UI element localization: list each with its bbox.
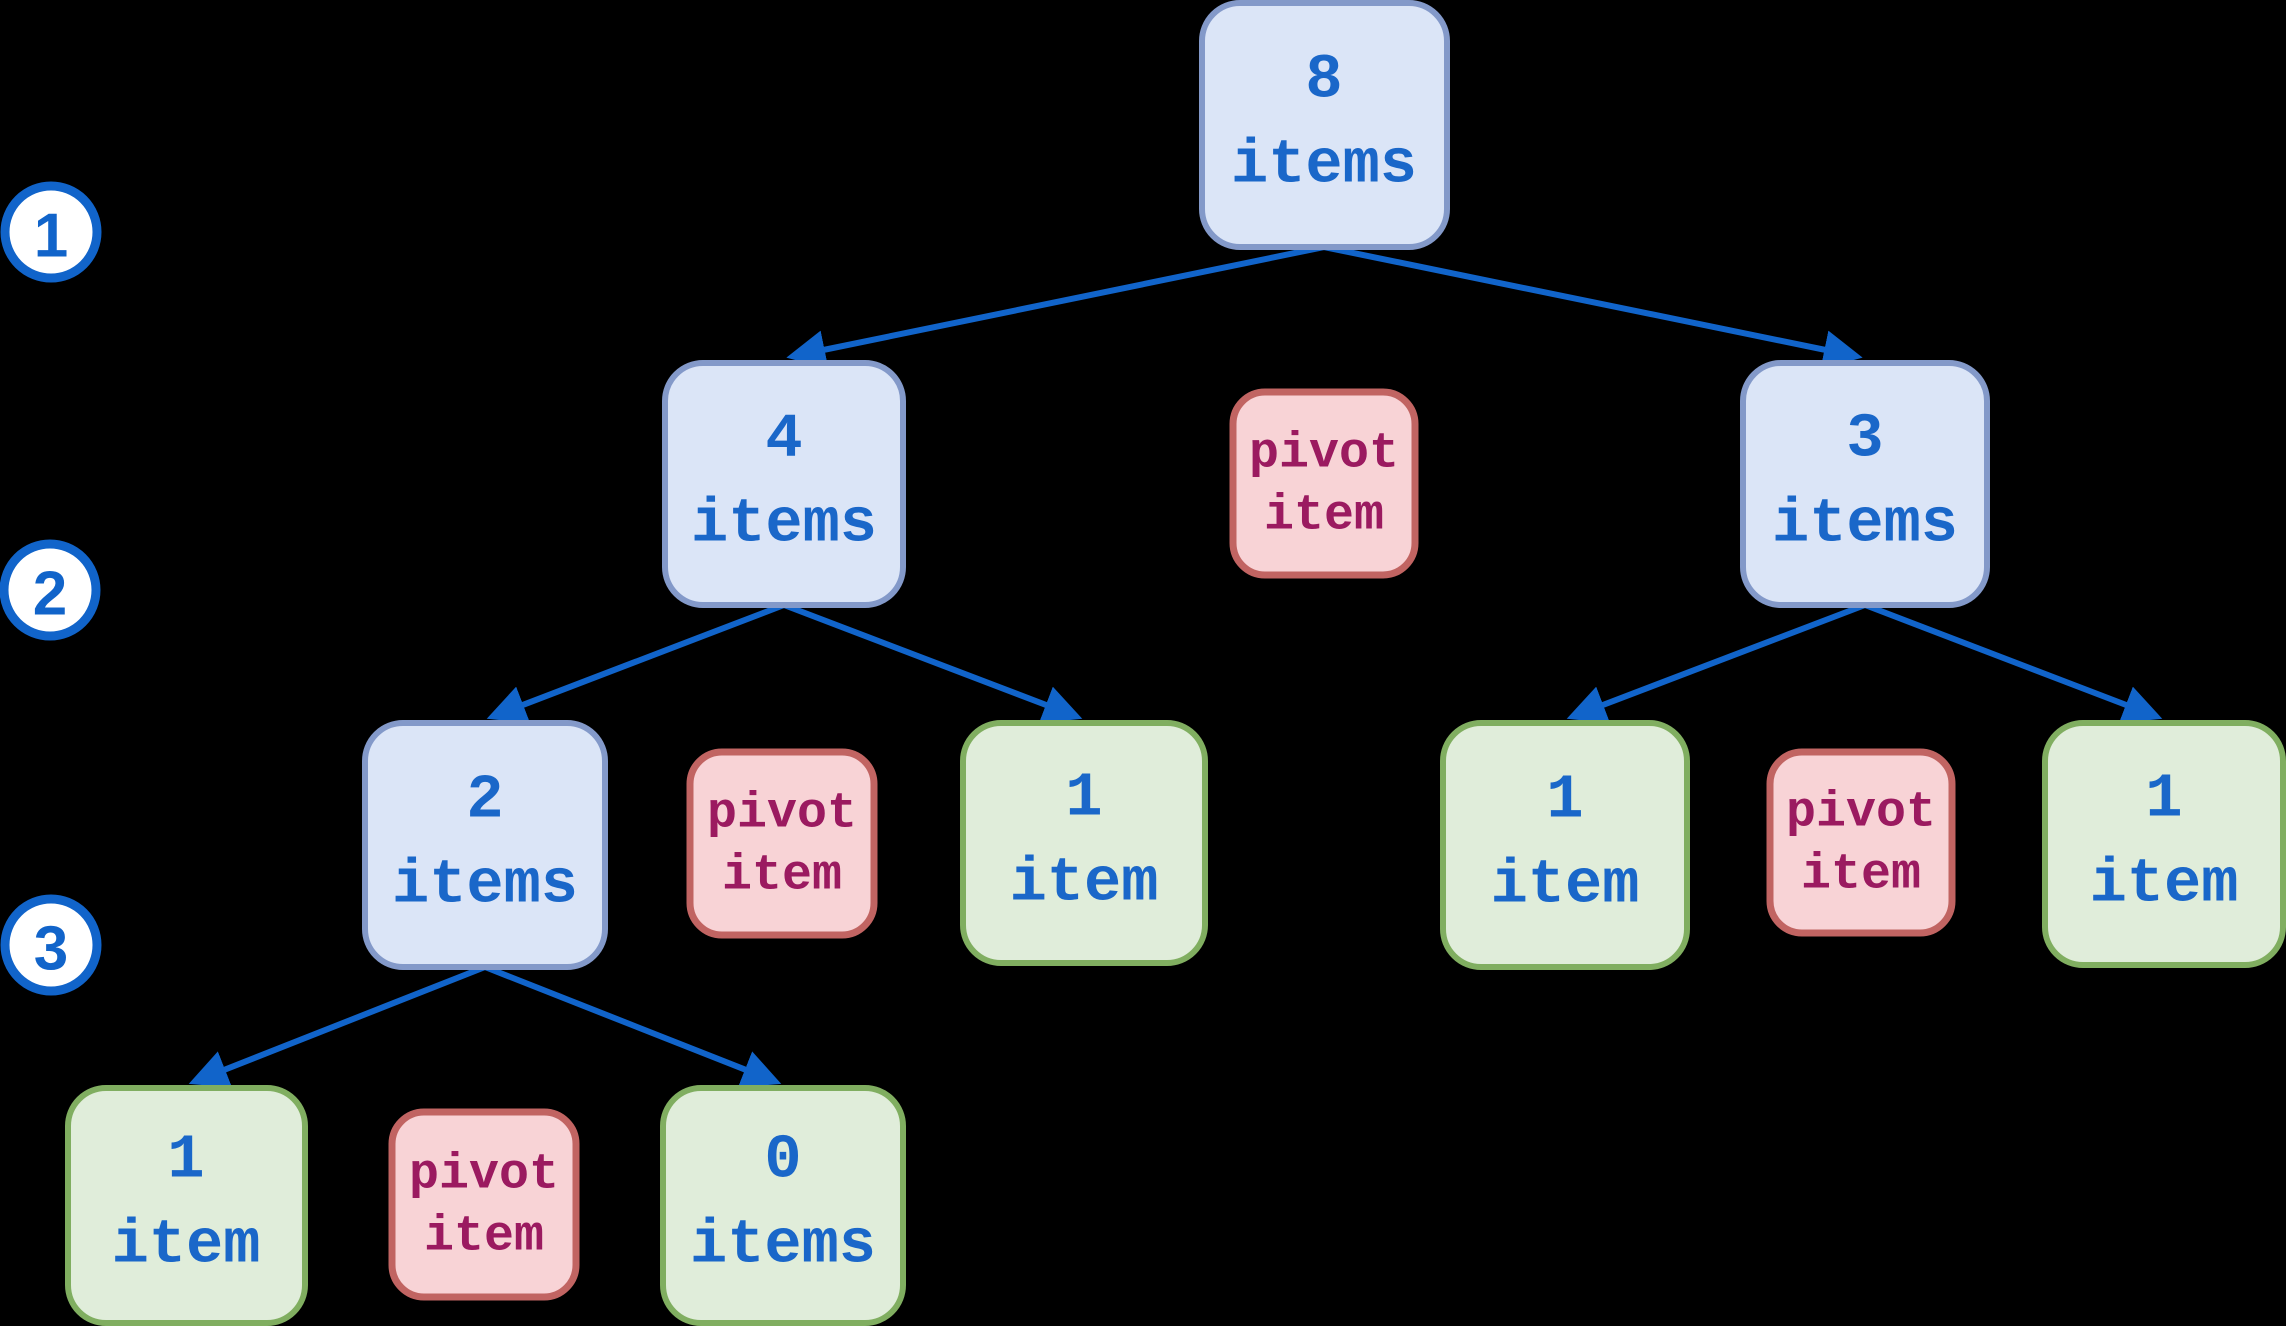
node-1-item-level4-unit: item — [112, 1210, 261, 1281]
edge-3items-to-1item-left — [1566, 602, 1867, 724]
step-marker-1-label: 1 — [34, 202, 68, 271]
step-marker-2-circle — [0, 539, 101, 641]
node-1-item-level3-c-count: 1 — [2145, 764, 2182, 835]
node-0-items-level4-box — [660, 1085, 906, 1326]
node-4-items-count: 4 — [765, 404, 802, 475]
node-pivot-level3-left-box — [686, 748, 878, 939]
step-marker-1: 1 — [0, 181, 102, 283]
step-marker-2: 2 — [0, 539, 101, 641]
node-0-items-level4: 0 items — [660, 1085, 906, 1326]
node-pivot-level2-line2: item — [1264, 488, 1384, 545]
node-8-items: 8 items — [1199, 0, 1450, 250]
node-0-items-level4-count: 0 — [764, 1125, 801, 1196]
tree-edges — [188, 244, 2163, 1088]
node-4-items: 4 items — [662, 360, 906, 608]
node-0-items-level4-unit: items — [690, 1210, 876, 1281]
node-pivot-level4-box — [388, 1108, 580, 1301]
node-3-items-count: 3 — [1846, 404, 1883, 475]
node-3-items-box — [1740, 360, 1990, 608]
node-1-item-level3-a-count: 1 — [1065, 763, 1102, 834]
node-pivot-level3-right: pivot item — [1766, 748, 1956, 937]
node-1-item-level3-a-unit: item — [1010, 848, 1159, 919]
edge-2items-to-0items — [483, 964, 782, 1088]
node-pivot-level3-left: pivot item — [686, 748, 878, 939]
node-3-items: 3 items — [1740, 360, 1990, 608]
step-marker-1-circle — [0, 181, 102, 283]
step-marker-2-label: 2 — [33, 560, 67, 629]
node-pivot-level3-right-box — [1766, 748, 1956, 937]
node-pivot-level2-line1: pivot — [1249, 426, 1399, 483]
edge-root-to-3items — [1323, 244, 1863, 369]
edge-4items-to-2items — [486, 602, 786, 724]
node-1-item-level3-b-box — [1440, 720, 1690, 970]
edge-root-to-4items — [786, 244, 1325, 369]
node-1-item-level3-b-count: 1 — [1546, 765, 1583, 836]
node-pivot-level4-line1: pivot — [409, 1147, 559, 1204]
node-8-items-count: 8 — [1305, 45, 1342, 116]
node-1-item-level4: 1 item — [65, 1085, 308, 1326]
node-2-items-box — [362, 720, 608, 970]
node-2-items: 2 items — [362, 720, 608, 970]
node-8-items-box — [1199, 0, 1450, 250]
node-8-items-unit: items — [1231, 130, 1417, 201]
node-pivot-level3-left-line2: item — [722, 848, 842, 905]
node-pivot-level3-right-line1: pivot — [1786, 785, 1936, 842]
node-1-item-level4-box — [65, 1085, 308, 1326]
edge-2items-to-1item — [188, 964, 487, 1088]
node-pivot-level3-right-line2: item — [1801, 847, 1921, 904]
node-pivot-level2-box — [1229, 388, 1419, 579]
node-pivot-level4: pivot item — [388, 1108, 580, 1301]
node-1-item-level3-a-box — [960, 720, 1208, 966]
node-pivot-level2: pivot item — [1229, 388, 1419, 579]
node-1-item-level3-c-unit: item — [2090, 849, 2239, 920]
step-marker-3-label: 3 — [34, 915, 68, 984]
edge-4items-to-1item — [782, 602, 1083, 724]
node-pivot-level4-line2: item — [424, 1209, 544, 1266]
node-2-items-count: 2 — [466, 765, 503, 836]
node-1-item-level3-c: 1 item — [2042, 720, 2286, 968]
step-marker-3: 3 — [0, 894, 102, 996]
edge-3items-to-1item-right — [1863, 602, 2163, 724]
node-3-items-unit: items — [1772, 489, 1958, 560]
node-1-item-level4-count: 1 — [167, 1125, 204, 1196]
step-marker-3-circle — [0, 894, 102, 996]
node-1-item-level3-a: 1 item — [960, 720, 1208, 966]
node-4-items-unit: items — [691, 489, 877, 560]
node-pivot-level3-left-line1: pivot — [707, 786, 857, 843]
node-4-items-box — [662, 360, 906, 608]
node-1-item-level3-b: 1 item — [1440, 720, 1690, 970]
node-1-item-level3-c-box — [2042, 720, 2286, 968]
node-2-items-unit: items — [392, 850, 578, 921]
node-1-item-level3-b-unit: item — [1491, 850, 1640, 921]
